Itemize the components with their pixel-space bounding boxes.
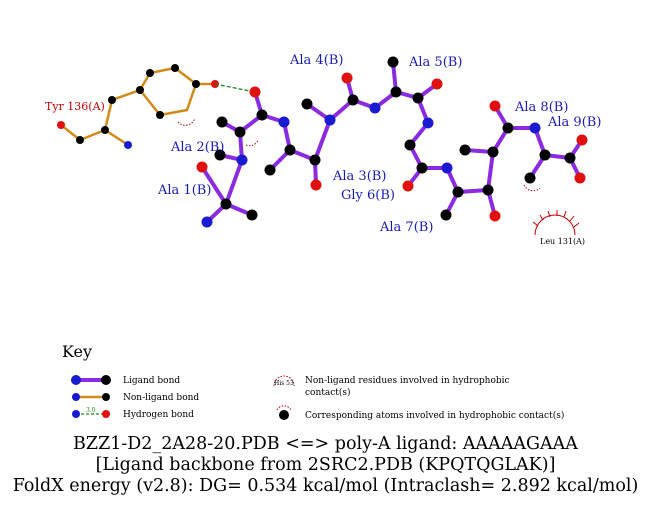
key-hbond-atom-n — [72, 410, 80, 418]
atom-carbon — [216, 116, 228, 128]
atom-carbon — [309, 154, 321, 166]
atom-carbon — [347, 94, 359, 106]
atom-carbon — [404, 139, 416, 151]
atom-nitrogen — [236, 154, 248, 166]
atom-oxygen — [402, 180, 414, 192]
label-ala7: Ala 7(B) — [379, 220, 433, 235]
atom-nitrogen — [278, 116, 290, 128]
atom-carbon — [256, 109, 268, 121]
atom-carbon — [264, 164, 276, 176]
atom-carbon — [301, 98, 313, 110]
key-hydrophobic-residue-sample: His 53 — [274, 380, 294, 387]
key-hydrophobic-atoms-label: Corresponding atoms involved in hydropho… — [305, 410, 564, 421]
label-ala5: Ala 5(B) — [408, 55, 462, 70]
atom-carbon — [234, 126, 246, 138]
label-leu131: Leu 131(A) — [540, 237, 585, 246]
atom-carbon — [171, 64, 179, 72]
tyr136-atoms — [57, 64, 219, 149]
key-hydrophobic-residue-icon — [273, 375, 295, 387]
atom-carbon — [101, 126, 109, 134]
atom-carbon — [524, 172, 536, 184]
atom-nitrogen — [369, 102, 381, 114]
key-ligand-atom-c — [101, 375, 111, 385]
atom-oxygen — [196, 161, 208, 173]
caption-line-3: FoldX energy (v2.8): DG= 0.534 kcal/mol … — [12, 476, 639, 496]
key-hbond-atom-o — [102, 410, 110, 418]
ligand-atoms — [196, 56, 588, 228]
atom-oxygen — [489, 100, 501, 112]
atom-oxygen — [489, 210, 501, 222]
hydrophobic-contact-arc — [177, 117, 196, 126]
atom-nitrogen — [201, 216, 213, 228]
key-hbond-label: Hydrogen bond — [123, 410, 194, 420]
atom-carbon — [76, 136, 84, 144]
caption-line-2: [Ligand backbone from 2SRC2.PDB (KPQTQGL… — [95, 455, 556, 475]
atom-carbon — [502, 122, 514, 134]
atom-carbon — [459, 144, 471, 156]
atom-carbon — [214, 149, 226, 161]
atom-carbon — [220, 198, 232, 210]
leu131-arc — [534, 214, 576, 236]
label-ala4: Ala 4(B) — [289, 53, 343, 68]
atom-nitrogen — [529, 122, 541, 134]
key-hydrophobic-atom-arc — [276, 405, 292, 411]
atom-oxygen — [310, 179, 322, 191]
atom-carbon — [136, 86, 144, 94]
atom-carbon — [487, 146, 499, 158]
atom-carbon — [387, 56, 399, 68]
atom-oxygen — [341, 72, 353, 84]
key-ligand-atom-n — [71, 375, 81, 385]
ligand-backbone — [200, 60, 584, 224]
hydrogen-bond — [214, 83, 256, 93]
atom-oxygen — [249, 86, 261, 98]
atom-carbon — [284, 144, 296, 156]
atom-carbon — [192, 80, 200, 88]
atom-carbon — [246, 209, 258, 221]
atom-carbon — [482, 184, 494, 196]
atom-carbon — [539, 149, 551, 161]
atom-carbon — [108, 96, 116, 104]
atom-carbon — [452, 186, 464, 198]
atom-oxygen — [57, 121, 65, 129]
atom-carbon — [440, 209, 452, 221]
label-ala8: Ala 8(B) — [514, 100, 568, 115]
atom-nitrogen — [124, 141, 132, 149]
atom-nitrogen — [422, 117, 434, 129]
label-gly6: Gly 6(B) — [341, 188, 395, 203]
key-hydrophobic-residues-label-2: contact(s) — [305, 387, 351, 398]
atom-oxygen — [431, 78, 443, 90]
key-hydrophobic-atom — [279, 410, 289, 420]
hydrophobic-contact-arc — [245, 139, 259, 147]
key-legend: Key Ligand bond Non-ligand bond 3.0 Hydr… — [62, 342, 564, 421]
atom-carbon — [416, 162, 428, 174]
label-ala9: Ala 9(B) — [547, 115, 601, 130]
atom-carbon — [146, 69, 154, 77]
key-nonligand-bond-label: Non-ligand bond — [123, 393, 199, 403]
hydrophobic-contact-arc — [523, 184, 541, 192]
label-ala2: Ala 2(B) — [170, 140, 224, 155]
label-tyr136: Tyr 136(A) — [45, 100, 105, 113]
label-ala3: Ala 3(B) — [332, 169, 386, 184]
atom-carbon — [390, 86, 402, 98]
key-nonligand-atom-n — [72, 393, 80, 401]
key-hbond-length: 3.0 — [86, 407, 96, 414]
atom-carbon — [156, 111, 164, 119]
ligand-bonds — [200, 60, 584, 224]
key-hydrophobic-residues-label-1: Non-ligand residues involved in hydropho… — [305, 376, 510, 386]
atom-oxygen — [576, 134, 588, 146]
atom-oxygen — [574, 172, 586, 184]
caption-line-1: BZZ1-D2_2A28-20.PDB <=> poly-A ligand: A… — [73, 434, 578, 454]
key-ligand-bond-label: Ligand bond — [123, 376, 180, 386]
leu131-contact-icon — [532, 210, 580, 236]
key-title: Key — [62, 342, 92, 361]
label-ala1: Ala 1(B) — [157, 183, 211, 198]
key-nonligand-atom-c — [102, 393, 110, 401]
atom-carbon — [564, 152, 576, 164]
atom-nitrogen — [324, 114, 336, 126]
atom-nitrogen — [441, 162, 453, 174]
atom-carbon — [412, 92, 424, 104]
